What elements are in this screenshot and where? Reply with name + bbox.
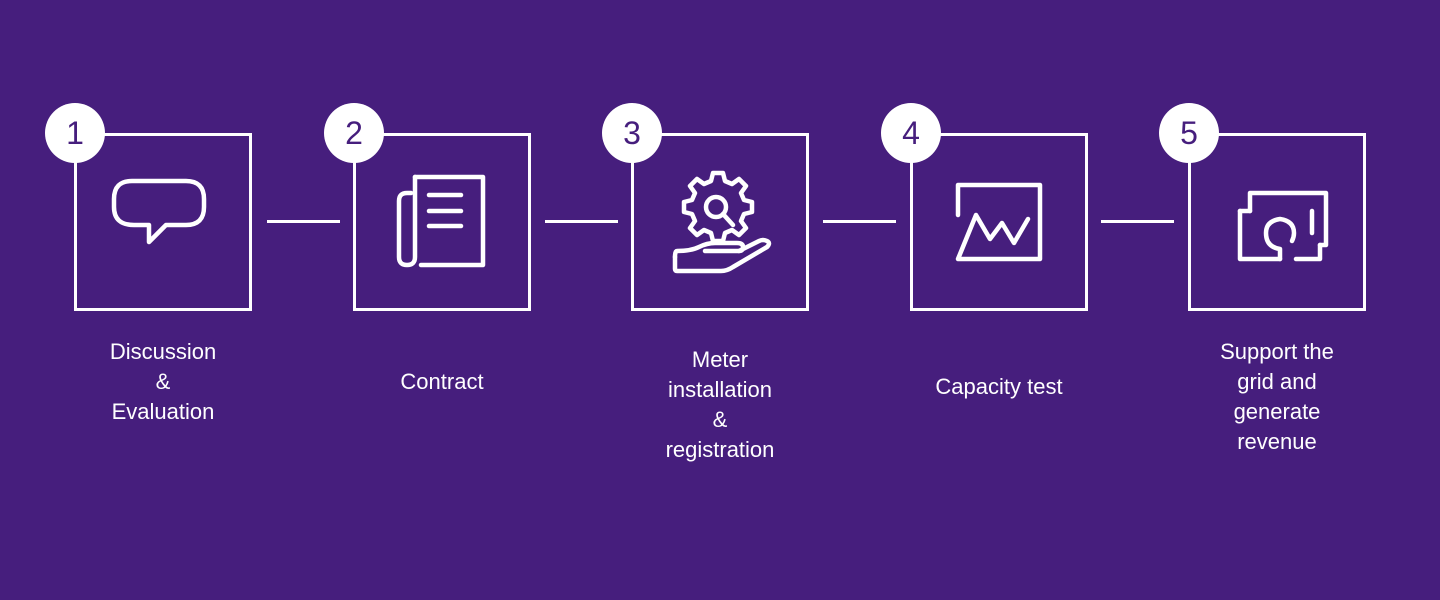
connector-1-2 xyxy=(267,220,340,223)
step-2-box xyxy=(353,133,531,311)
step-4-number-badge: 4 xyxy=(881,103,941,163)
connector-3-4 xyxy=(823,220,896,223)
step-5-label: Support the grid and generate revenue xyxy=(1220,339,1334,454)
step-3-number-badge: 3 xyxy=(602,103,662,163)
step-4-label: Capacity test xyxy=(935,374,1063,399)
banknotes-icon xyxy=(1218,163,1336,281)
connector-2-3 xyxy=(545,220,618,223)
step-2-label: Contract xyxy=(400,369,484,394)
step-4-box xyxy=(910,133,1088,311)
step-1-box xyxy=(74,133,252,311)
gear-in-hand-icon xyxy=(661,163,779,281)
step-3-box xyxy=(631,133,809,311)
step-5-number-badge: 5 xyxy=(1159,103,1219,163)
step-3-label: Meter installation & registration xyxy=(665,347,775,462)
step-2-number-badge: 2 xyxy=(324,103,384,163)
line-chart-icon xyxy=(940,163,1058,281)
connector-4-5 xyxy=(1101,220,1174,223)
speech-bubble-icon xyxy=(104,163,222,281)
step-1-label: Discussion & Evaluation xyxy=(109,339,217,424)
document-scroll-icon xyxy=(383,163,501,281)
step-5-box xyxy=(1188,133,1366,311)
step-1-number-badge: 1 xyxy=(45,103,105,163)
